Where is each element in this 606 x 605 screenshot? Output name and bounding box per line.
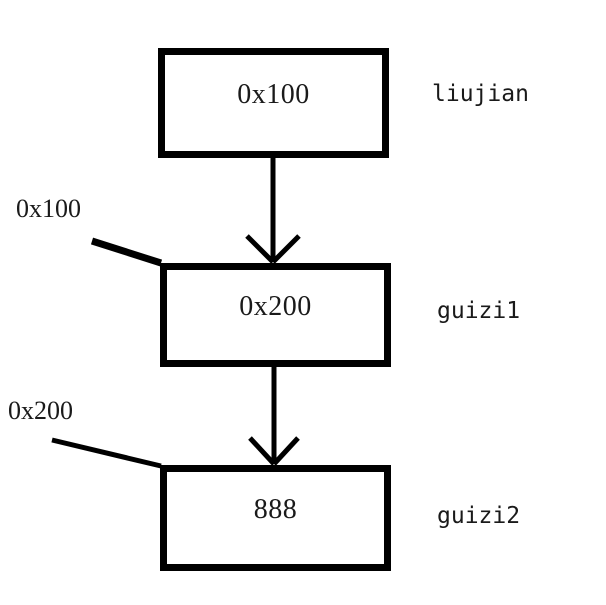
node-side-label-2: guizi1 xyxy=(437,298,521,324)
node-box-3[interactable]: 888 xyxy=(160,465,391,571)
leader-line-addr-node-2 xyxy=(90,237,163,267)
node-value-3: 888 xyxy=(253,494,298,525)
arrow-node1-to-node2 xyxy=(245,138,301,264)
leader-line-addr-node-3 xyxy=(51,437,162,469)
node-side-label-3: guizi2 xyxy=(437,503,521,529)
node-value-1: 0x100 xyxy=(237,79,310,110)
node-box-1[interactable]: 0x100 xyxy=(158,48,389,158)
node-box-2[interactable]: 0x200 xyxy=(160,263,391,367)
arrow-node2-to-node3 xyxy=(248,349,300,466)
address-annotation-2: 0x200 xyxy=(8,396,73,425)
node-side-label-1: liujian xyxy=(432,81,529,107)
address-annotation-1: 0x100 xyxy=(16,194,81,223)
node-value-2: 0x200 xyxy=(239,291,312,322)
